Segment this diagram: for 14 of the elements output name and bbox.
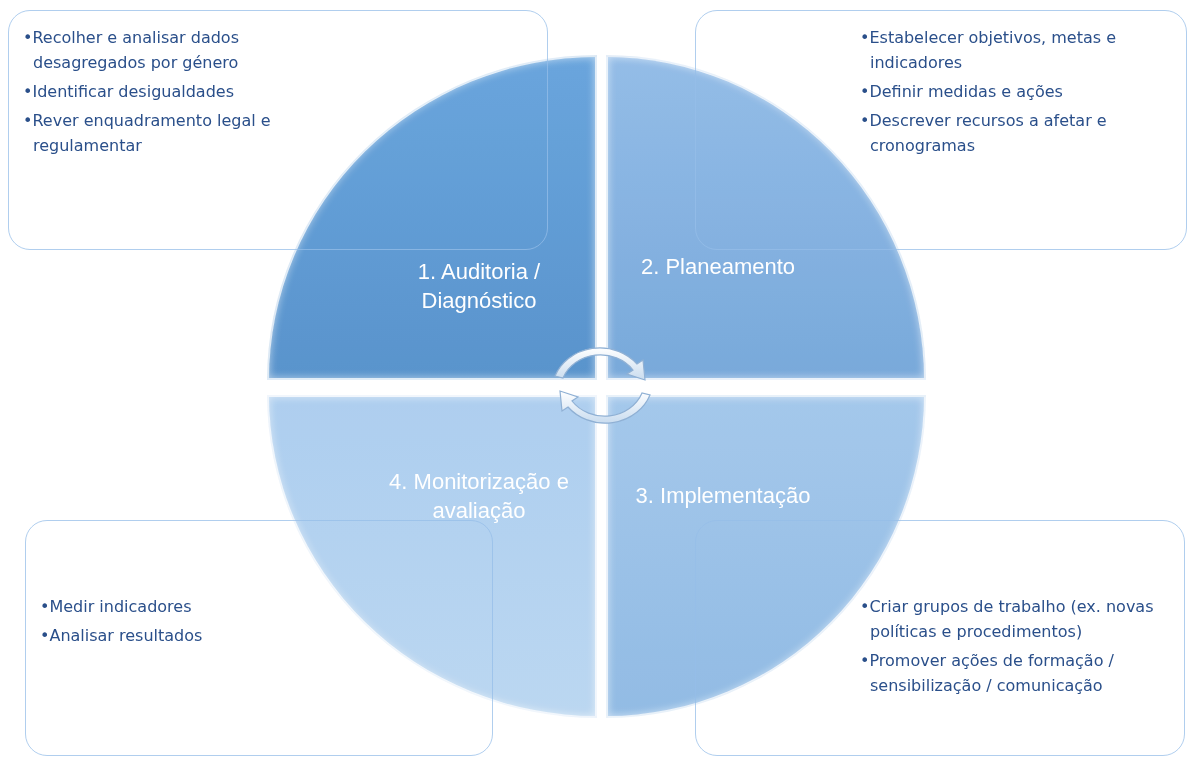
bullet-item: •Estabelecer objetivos, metas e indicadores [860,27,1118,74]
bullet-item: •Descrever recursos a afetar e cronogramas [860,110,1108,157]
bullet-item: •Identificar desigualdades [23,81,235,103]
bullet-item: •Analisar resultados [40,625,204,647]
bullet-item: •Criar grupos de trabalho (ex. novas políticas e procedimentos) [860,596,1155,643]
segment-label: 2. Planeamento [639,253,797,281]
bullet-item: •Medir indicadores [40,596,193,618]
bullet-item: •Definir medidas e ações [860,81,1064,103]
bullet-item: •Recolher e analisar dados desagregados por género [23,27,240,74]
segment-label: 1. Auditoria / Diagnóstico [416,258,542,315]
bullet-item: •Promover ações de formação / sensibilização / comunicação [860,650,1115,697]
segment-label: 4. Monitorização e avaliação [388,468,570,525]
bullet-item: •Rever enquadramento legal e regulamentar [23,110,272,157]
segment-label: 3. Implementação [634,482,812,510]
